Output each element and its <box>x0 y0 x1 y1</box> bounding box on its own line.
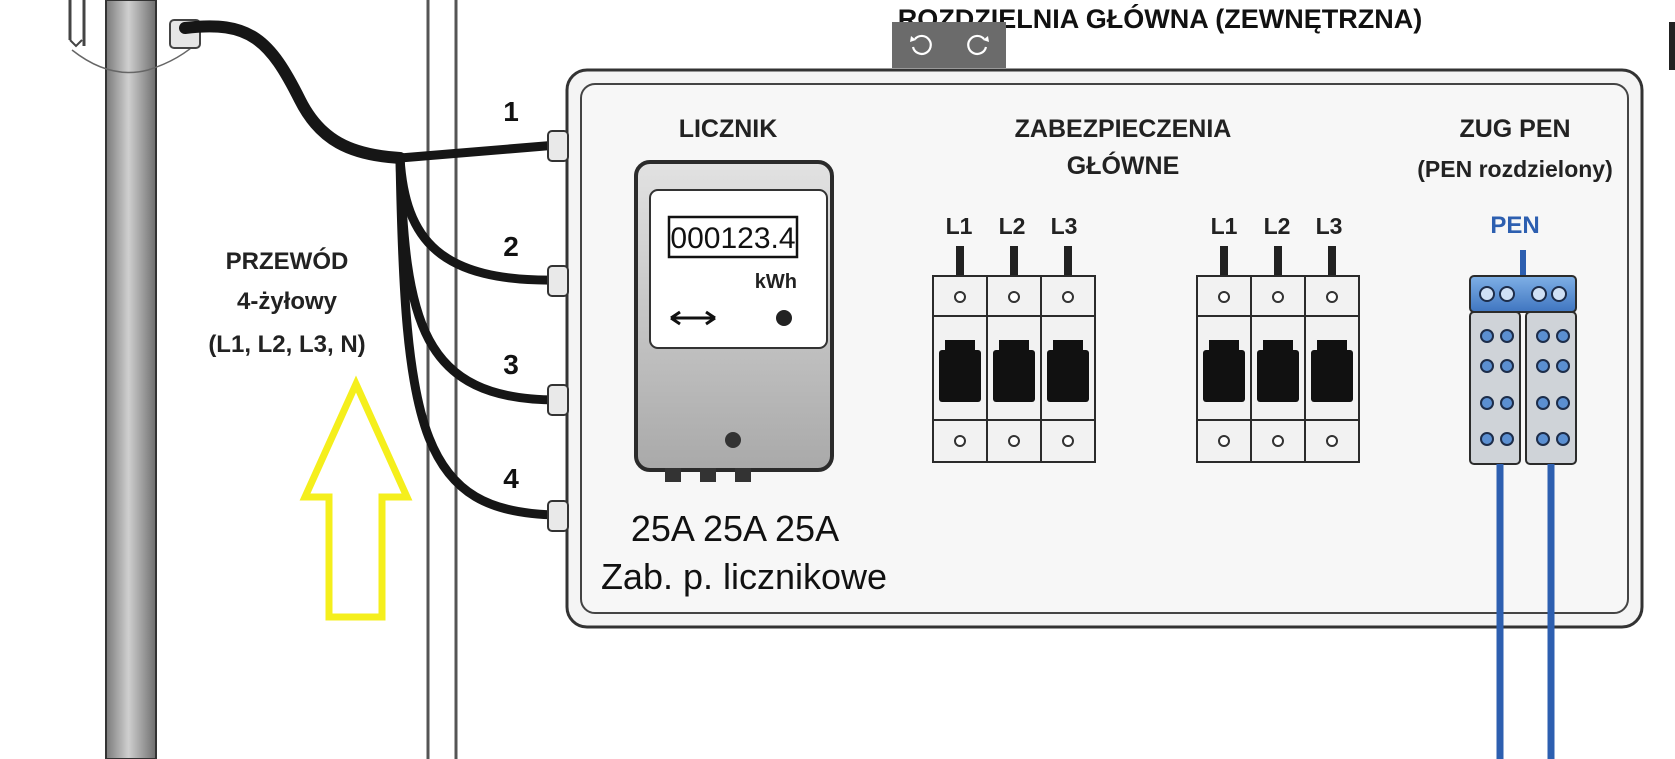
edge-marker <box>1669 22 1675 70</box>
screw-icon <box>1536 329 1550 343</box>
breaker-pole <box>932 246 988 463</box>
screw-icon <box>1556 432 1570 446</box>
screw-icon <box>1556 359 1570 373</box>
rotate-left-button[interactable] <box>904 28 938 62</box>
screw-icon <box>1499 286 1515 302</box>
screw-icon <box>1556 329 1570 343</box>
screw-icon <box>1536 432 1550 446</box>
screw-icon <box>1272 291 1284 303</box>
screw-icon <box>1536 396 1550 410</box>
screw-icon <box>1556 396 1570 410</box>
circuit-breakers <box>932 246 1360 463</box>
breaker-toggle <box>1203 350 1245 402</box>
screw-icon <box>1218 291 1230 303</box>
pen-label: PEN <box>1490 212 1539 239</box>
screw-icon <box>1500 432 1514 446</box>
pole-label: L3 <box>1316 213 1343 239</box>
cable-4-core <box>179 20 562 520</box>
rotate-left-icon <box>909 34 932 56</box>
screw-icon <box>1551 286 1567 302</box>
wire-number-2: 2 <box>503 231 519 262</box>
pole-label: L1 <box>1211 213 1238 239</box>
wire-number-3: 3 <box>503 349 519 380</box>
screw-icon <box>1062 435 1074 447</box>
screw-icon <box>1008 435 1020 447</box>
cabinet-inner <box>580 83 1629 614</box>
pen-subheading: (PEN rozdzielony) <box>1417 156 1613 182</box>
screw-icon <box>1326 435 1338 447</box>
protection-heading-line1: ZABEZPIECZENIA <box>1015 115 1232 143</box>
meter-unit: kWh <box>755 271 797 293</box>
meter-heading: LICZNIK <box>679 115 778 143</box>
pole-label: L3 <box>1051 213 1078 239</box>
image-viewer-toolbar <box>892 22 1006 68</box>
screw-icon <box>1218 435 1230 447</box>
entry-glands <box>547 130 569 532</box>
double-arrow-icon <box>670 310 716 326</box>
pole <box>68 0 201 759</box>
breaker-toggle <box>1047 350 1089 402</box>
screw-icon <box>1531 286 1547 302</box>
breaker-group-1: L1 L2 L3 <box>946 213 1078 239</box>
highlight-arrow <box>299 375 413 621</box>
breaker-toggle <box>1257 350 1299 402</box>
screw-icon <box>1500 396 1514 410</box>
meter-caption: Zab. p. licznikowe <box>601 556 887 597</box>
breaker-pole <box>986 246 1042 463</box>
wire-number-1: 1 <box>503 96 519 127</box>
energy-meter: 000123.4 kWh <box>634 160 834 482</box>
breaker-pole <box>1250 246 1306 463</box>
cable-label-line3: (L1, L2, L3, N) <box>208 331 365 358</box>
meter-reading: 000123.4 <box>670 222 795 255</box>
breaker-pole <box>1040 246 1096 463</box>
rotate-right-button[interactable] <box>961 28 995 62</box>
screw-icon <box>1480 396 1494 410</box>
screw-icon <box>954 435 966 447</box>
breaker-toggle <box>939 350 981 402</box>
screw-icon <box>1272 435 1284 447</box>
pulse-led-icon <box>776 310 792 326</box>
screw-icon <box>1500 359 1514 373</box>
screw-icon <box>1008 291 1020 303</box>
breaker-toggle <box>993 350 1035 402</box>
screw-icon <box>1326 291 1338 303</box>
screw-icon <box>1479 286 1495 302</box>
pen-terminal-block <box>1469 250 1577 759</box>
screw-icon <box>1500 329 1514 343</box>
screw-icon <box>1480 329 1494 343</box>
breaker-pole <box>1196 246 1252 463</box>
screw-icon <box>1062 291 1074 303</box>
breaker-toggle <box>1311 350 1353 402</box>
breaker-group-2: L1 L2 L3 <box>1211 213 1343 239</box>
pole-label: L1 <box>946 213 973 239</box>
cable-label-line2: 4-żyłowy <box>237 288 338 315</box>
pole-label: L2 <box>1264 213 1291 239</box>
rotate-right-icon <box>966 34 989 56</box>
pole-label: L2 <box>999 213 1026 239</box>
wire-number-4: 4 <box>503 463 519 494</box>
screw-icon <box>954 291 966 303</box>
meter-fuses: 25A 25A 25A <box>631 508 839 549</box>
screw-icon <box>1480 359 1494 373</box>
screw-icon <box>1480 432 1494 446</box>
pen-heading: ZUG PEN <box>1459 115 1570 143</box>
breaker-pole <box>1304 246 1360 463</box>
seal-screw-icon <box>725 432 741 448</box>
cable-label-line1: PRZEWÓD <box>226 247 349 275</box>
pen-screws <box>1479 286 1570 446</box>
screw-icon <box>1536 359 1550 373</box>
protection-heading-line2: GŁÓWNE <box>1067 150 1180 180</box>
